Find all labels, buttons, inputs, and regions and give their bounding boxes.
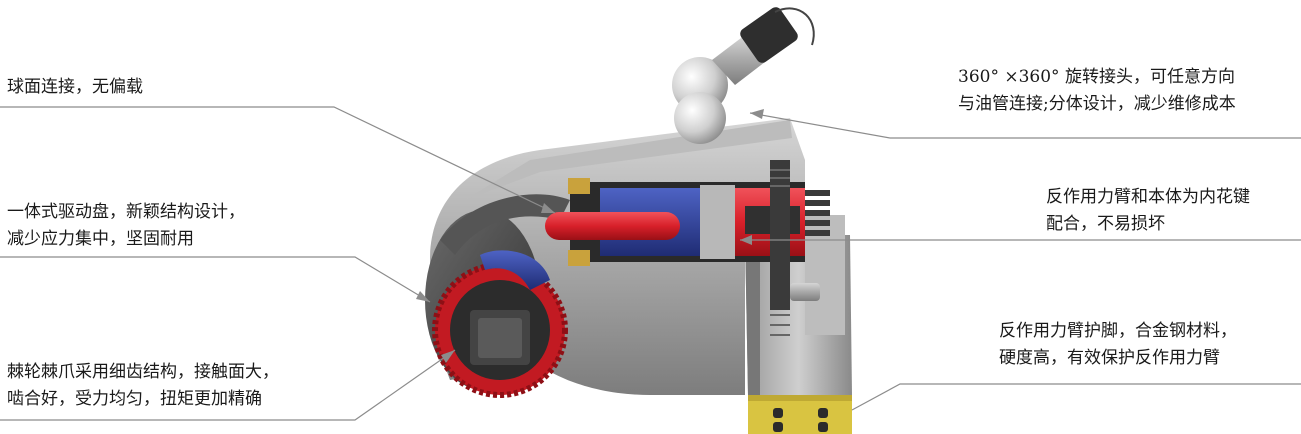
leader-lines (0, 106, 1301, 421)
leader-line-drive-plate (0, 256, 431, 303)
leader-line-ratchet (0, 349, 456, 421)
cylinder-cutaway (545, 160, 805, 336)
callout-line: 反作用力臂护脚，合金钢材料， (999, 321, 1237, 341)
callout-line: 与油管连接;分体设计，减少维修成本 (958, 94, 1236, 114)
callout-swivel: 360° ×360° 旋转接头，可任意方向 与油管连接;分体设计，减少维修成本 (958, 64, 1236, 118)
callout-line: 减少应力集中，坚固耐用 (7, 229, 194, 249)
callout-line: 啮合好，受力均匀，扭矩更加精确 (7, 389, 262, 409)
callout-foot: 反作用力臂护脚，合金钢材料， 硬度高，有效保护反作用力臂 (999, 318, 1237, 372)
callout-line: 反作用力臂和本体为内花键 (1046, 187, 1250, 207)
swivel-fitting (672, 7, 815, 144)
arrow-spline (740, 235, 752, 245)
callout-line: 配合，不易损坏 (1046, 214, 1165, 234)
reaction-arm (745, 190, 852, 395)
leader-line-ball-joint (0, 106, 556, 214)
callout-line: 硬度高，有效保护反作用力臂 (999, 348, 1220, 368)
callout-line: 球面连接，无偏载 (7, 77, 143, 97)
leader-line-swivel (749, 112, 1301, 139)
leader-arrows (416, 109, 764, 363)
callout-ratchet: 棘轮棘爪采用细齿结构，接触面大， 啮合好，受力均匀，扭矩更加精确 (7, 359, 279, 413)
callout-line: 棘轮棘爪采用细齿结构，接触面大， (7, 362, 279, 382)
ratchet-gear (432, 250, 568, 398)
arrow-ball-joint (541, 203, 555, 213)
callout-drive-plate: 一体式驱动盘，新颖结构设计， 减少应力集中，坚固耐用 (7, 199, 245, 253)
callout-ball-joint: 球面连接，无偏载 (7, 74, 143, 101)
arrow-swivel (750, 109, 764, 119)
callout-line: 一体式驱动盘，新颖结构设计， (7, 202, 245, 222)
arrow-drive-plate (416, 291, 430, 302)
arrow-ratchet (441, 350, 455, 363)
callout-spline: 反作用力臂和本体为内花键 配合，不易损坏 (1046, 184, 1250, 238)
leader-line-foot (851, 383, 1301, 411)
callout-line: 360° ×360° 旋转接头，可任意方向 (958, 67, 1235, 87)
reaction-arm-foot (748, 395, 852, 434)
